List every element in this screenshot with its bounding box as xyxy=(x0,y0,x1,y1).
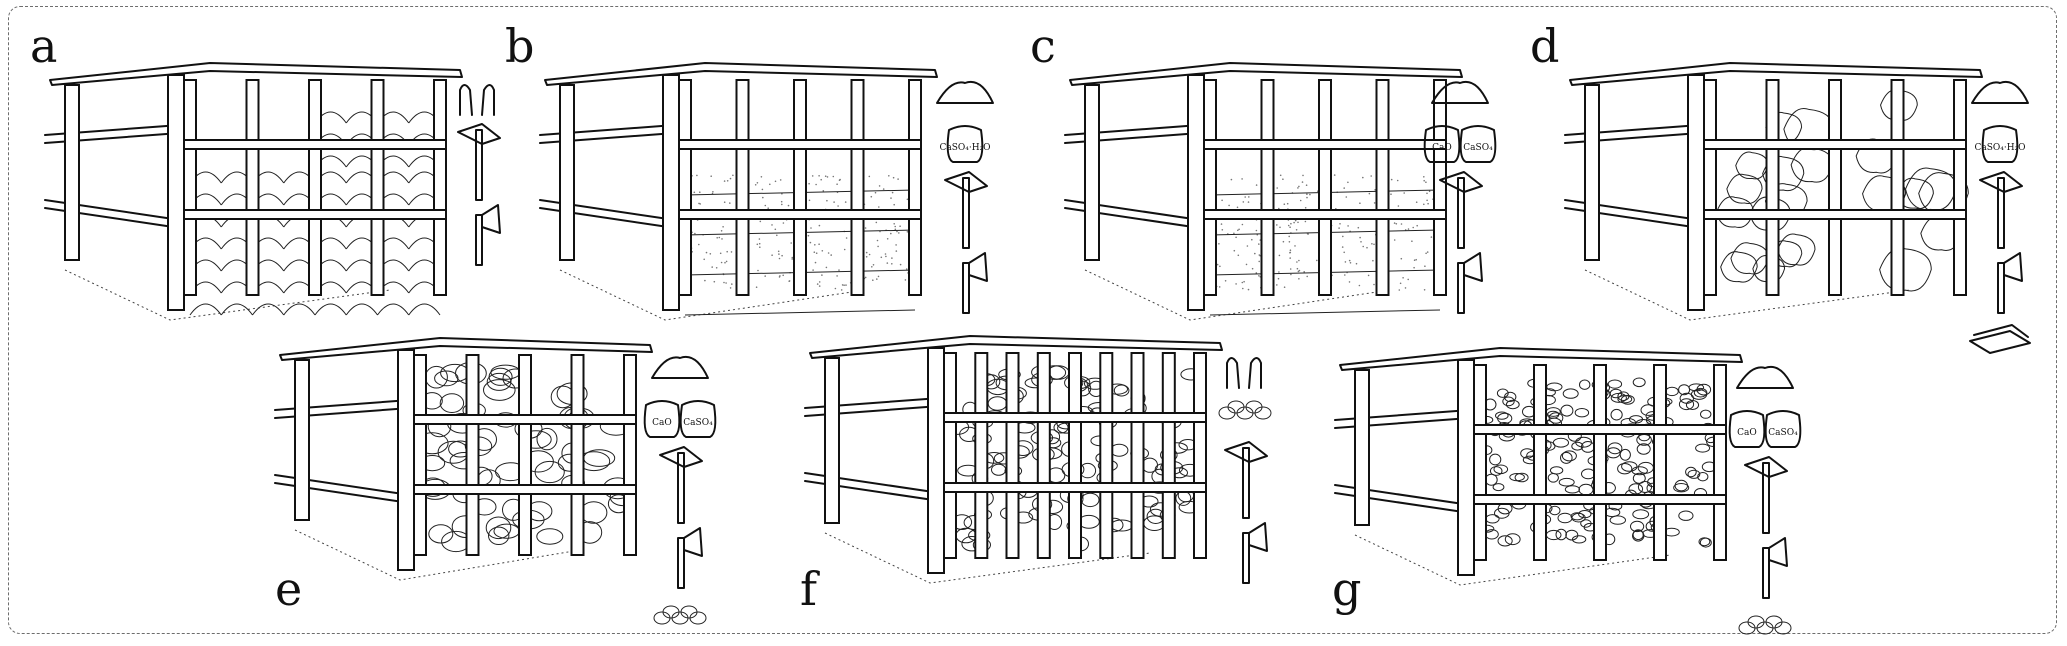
svg-text:CaSO₄: CaSO₄ xyxy=(1463,143,1493,153)
panel-label: e xyxy=(275,562,302,616)
hatchet-icon xyxy=(1763,538,1787,598)
soil-pile-icon xyxy=(1972,82,2028,103)
svg-text:CaO: CaO xyxy=(1432,143,1452,153)
panel-label: g xyxy=(1332,562,1361,616)
panel-label: a xyxy=(30,19,57,73)
sack-icon: CaSO₄ xyxy=(1461,126,1496,162)
panel-a: a xyxy=(30,19,500,320)
hatchet-icon xyxy=(678,528,702,588)
hands-icon xyxy=(1227,358,1261,388)
panel-label: b xyxy=(505,19,534,73)
panel-f: f xyxy=(800,336,1271,616)
slabs-icon xyxy=(1970,325,2030,353)
hands-icon xyxy=(460,85,494,115)
svg-text:CaO: CaO xyxy=(1737,428,1757,438)
sack-icon: CaSO₄·H₂O xyxy=(1974,126,2025,162)
hatchet-icon xyxy=(1458,253,1482,313)
stone-pile-icon xyxy=(1219,401,1271,419)
sack-icon: CaSO₄ xyxy=(681,401,716,437)
soil-pile-icon xyxy=(937,82,993,103)
panel-e: e CaO CaSO₄ xyxy=(275,338,715,624)
svg-text:CaSO₄·H₂O: CaSO₄·H₂O xyxy=(1974,143,2025,153)
hatchet-icon xyxy=(476,205,500,265)
axe-icon xyxy=(1225,442,1267,518)
axe-icon xyxy=(458,124,500,200)
svg-text:CaSO₄: CaSO₄ xyxy=(683,418,713,428)
axe-icon xyxy=(1980,172,2022,248)
panel-g: g CaO CaSO₄ xyxy=(1332,348,1800,634)
stone-pile-icon xyxy=(654,606,706,624)
sack-icon: CaSO₄·H₂O xyxy=(939,126,990,162)
sack-icon: CaO xyxy=(1730,411,1765,447)
stone-pile-icon xyxy=(1739,616,1791,634)
panel-label: f xyxy=(800,562,820,616)
soil-pile-icon xyxy=(1737,367,1793,388)
svg-text:CaSO₄·H₂O: CaSO₄·H₂O xyxy=(939,143,990,153)
soil-pile-icon xyxy=(652,357,708,378)
hatchet-icon xyxy=(1243,523,1267,583)
hatchet-icon xyxy=(1998,253,2022,313)
svg-text:CaO: CaO xyxy=(652,418,672,428)
sack-icon: CaO xyxy=(645,401,680,437)
panel-label: d xyxy=(1530,19,1559,73)
axe-icon xyxy=(1745,457,1787,533)
panel-label: c xyxy=(1030,19,1056,73)
hatchet-icon xyxy=(963,253,987,313)
axe-icon xyxy=(945,172,987,248)
sack-icon: CaSO₄ xyxy=(1766,411,1801,447)
svg-text:CaSO₄: CaSO₄ xyxy=(1768,428,1798,438)
axe-icon xyxy=(660,447,702,523)
